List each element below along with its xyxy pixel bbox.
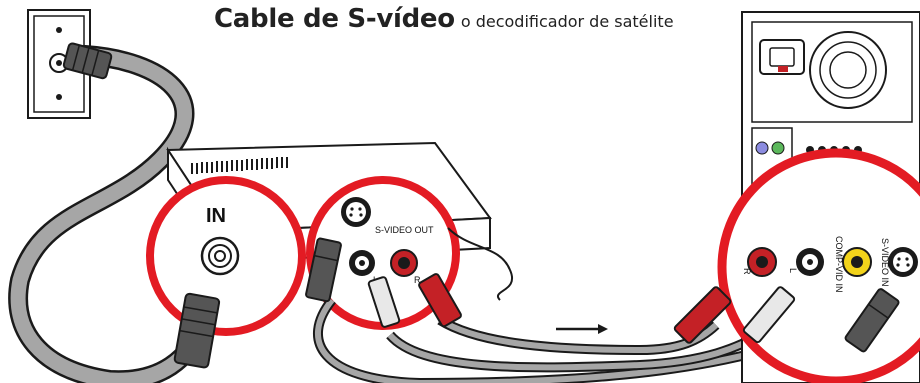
pc-svideo-in-label: S-VIDEO IN — [880, 238, 890, 287]
decoder-r-label: R — [414, 275, 421, 285]
rca-jack-yellow-pc — [842, 247, 872, 277]
diagram-title: Cable de S-vídeo o decodificador de satél… — [214, 4, 734, 38]
pc-l-label: L — [788, 268, 798, 273]
title-bold-text: Cable de S-vídeo — [214, 4, 455, 34]
svideo-out-label: S-VIDEO OUT — [375, 225, 434, 235]
rca-jack-red — [390, 249, 418, 277]
rca-plug-white-decoder — [367, 276, 401, 328]
rca-plug-red-decoder — [418, 273, 462, 328]
in-label: IN — [206, 205, 226, 227]
rca-plug-white-pc — [742, 286, 796, 344]
power-cord — [447, 227, 513, 301]
svideo-plug-decoder — [305, 237, 342, 303]
pc-r-label: R — [742, 268, 752, 275]
coax-plug-in — [173, 292, 221, 369]
in-callout: IN — [146, 176, 306, 336]
coax-plug-outlet — [62, 42, 113, 80]
rca-plug-red-pc — [673, 286, 732, 344]
coax-jack-icon — [200, 236, 240, 276]
pc-comp-vid-in-label: COMP-VID IN — [834, 236, 844, 293]
svideo-plug-pc — [844, 288, 900, 353]
computer-inputs-callout: R L COMP-VID IN S-VIDEO IN — [717, 148, 920, 383]
svideo-jack-pc — [888, 247, 918, 277]
rca-jack-white-pc — [796, 248, 824, 276]
rca-jack-red-pc — [747, 247, 777, 277]
svideo-jack-icon — [341, 197, 371, 227]
arrow-right-icon — [556, 324, 608, 334]
title-light-text: o decodificador de satélite — [460, 12, 674, 31]
decoder-outputs-callout: S-VIDEO OUT L R — [306, 176, 460, 330]
rca-jack-icon — [349, 250, 375, 276]
